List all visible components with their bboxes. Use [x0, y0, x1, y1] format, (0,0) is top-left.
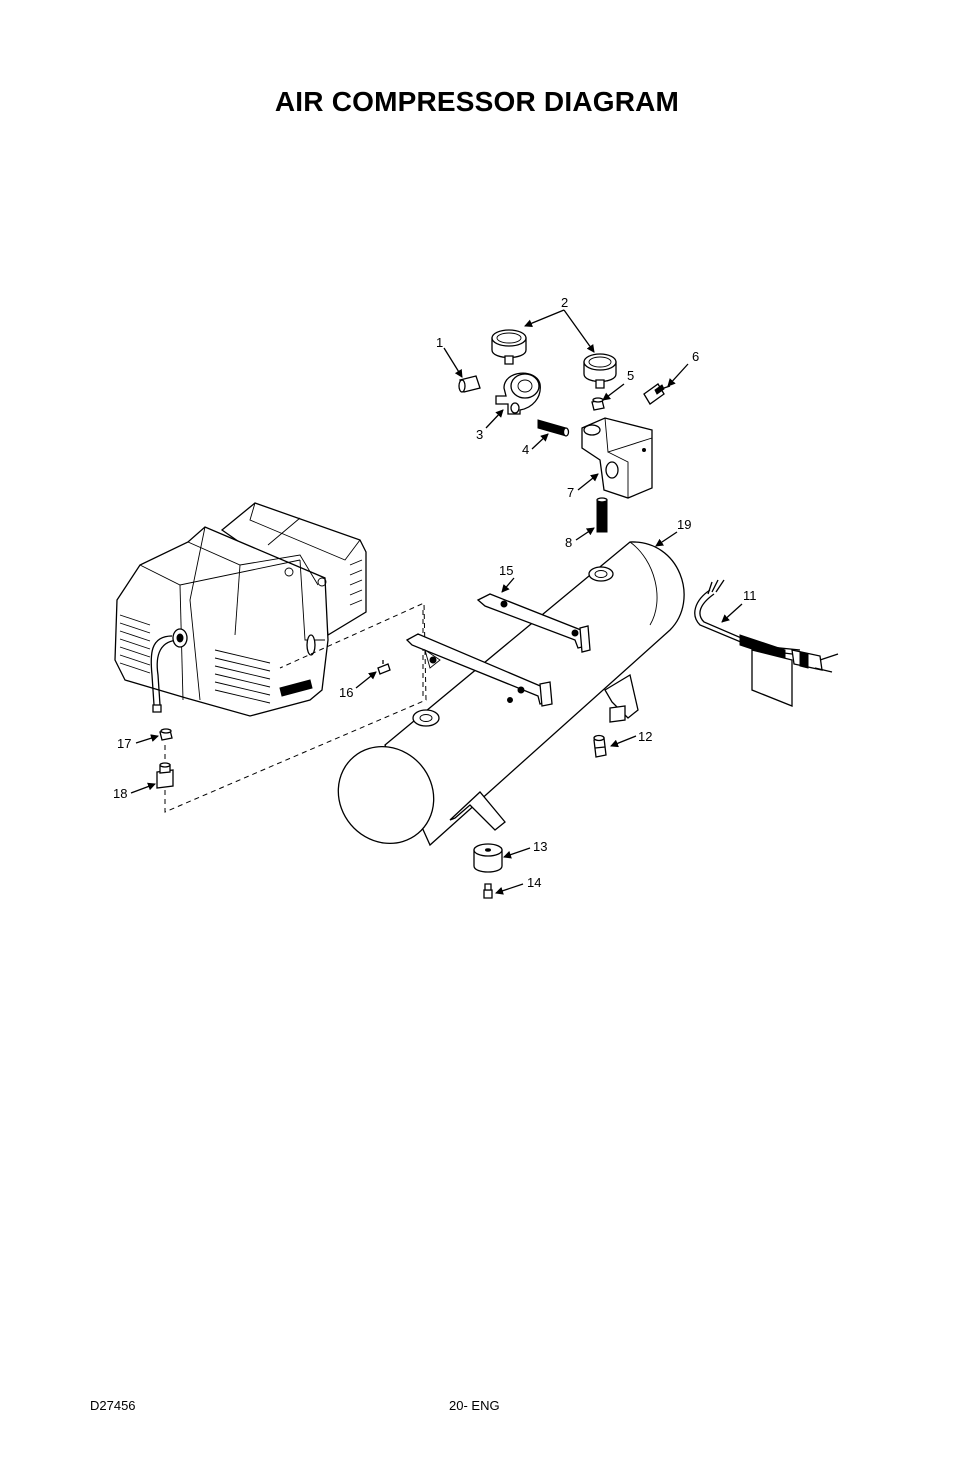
- mounting-bracket: [405, 633, 553, 707]
- callout-19: 19: [677, 517, 691, 532]
- callout-16: 16: [339, 685, 353, 700]
- callout-18: 18: [113, 786, 127, 801]
- part-15-bracket: [476, 593, 591, 653]
- part-11-power-cord: [694, 579, 839, 707]
- part-14-bolt: [483, 883, 493, 899]
- part-12-drain-valve: [593, 734, 607, 758]
- part-17-nut: [159, 728, 173, 741]
- part-8-nipple: [596, 497, 608, 533]
- callout-13: 13: [533, 839, 547, 854]
- callout-11: 11: [743, 588, 757, 603]
- callout-6: 6: [692, 349, 699, 364]
- part-6-safety-valve: [643, 383, 671, 405]
- page-number: 20- ENG: [449, 1398, 500, 1413]
- callout-15: 15: [499, 563, 513, 578]
- callout-17: 17: [117, 736, 131, 751]
- callout-2: 2: [561, 295, 568, 310]
- callout-12: 12: [638, 729, 652, 744]
- callout-8: 8: [565, 535, 572, 550]
- callout-1: 1: [436, 335, 443, 350]
- part-2-pressure-gauge-right: [583, 353, 617, 389]
- callout-3: 3: [476, 427, 483, 442]
- part-5-plug: [591, 397, 605, 411]
- callout-5: 5: [627, 368, 634, 383]
- part-16-screw: [377, 660, 391, 675]
- part-13-rubber-foot: [473, 843, 503, 873]
- part-3-regulator: [495, 372, 541, 415]
- part-18-fitting: [156, 762, 174, 789]
- part-4-nipple: [537, 419, 570, 437]
- callout-14: 14: [527, 875, 541, 890]
- motor-pump-assembly: [114, 502, 367, 717]
- part-2-pressure-gauge-left: [491, 329, 527, 365]
- part-7-pressure-switch: [581, 417, 653, 499]
- document-number: D27456: [90, 1398, 136, 1413]
- callout-7: 7: [567, 485, 574, 500]
- callout-4: 4: [522, 442, 529, 457]
- part-1-fitting: [458, 375, 481, 393]
- page-title: AIR COMPRESSOR DIAGRAM: [274, 86, 680, 117]
- air-tank: [337, 541, 685, 847]
